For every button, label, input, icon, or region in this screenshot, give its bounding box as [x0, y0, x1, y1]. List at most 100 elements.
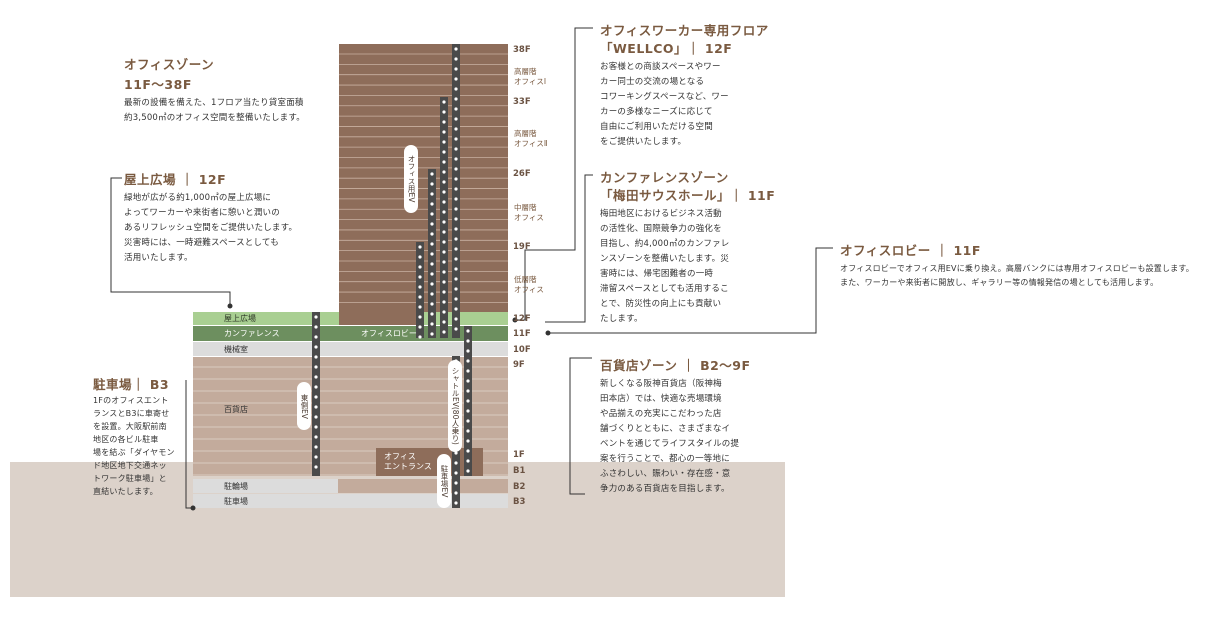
parking-title: 駐車場｜ B3: [93, 377, 170, 392]
elevator-stop: [454, 197, 458, 201]
elevator-stop: [430, 252, 434, 256]
elevator-stop: [454, 137, 458, 141]
elevator-stop: [454, 277, 458, 281]
floor-label-12f: 12F: [513, 314, 531, 324]
elevator-stop: [442, 100, 446, 104]
conference-body: 梅田地区におけるビジネス活動 の活性化、国際競争力の強化を 目指し、約4,000…: [600, 209, 730, 324]
elevator-stop: [466, 399, 470, 403]
elevator-stop: [430, 192, 434, 196]
elevator-stop: [466, 449, 470, 453]
zone-label-mid: 中層階オフィス: [514, 203, 544, 222]
elevator-stop: [314, 385, 318, 389]
elevator-stop: [314, 325, 318, 329]
elevator-stop: [454, 257, 458, 261]
parking-body: 1Fのオフィスエント ランスとB3に車寄せ を設置。大阪駅前南 地区の各ビル駐車…: [93, 396, 175, 496]
elevator-stop: [442, 250, 446, 254]
elevator-stop: [314, 315, 318, 319]
elevator-stop: [442, 200, 446, 204]
elevator-stop: [430, 242, 434, 246]
elevator-stop: [430, 312, 434, 316]
elevator-stop: [466, 359, 470, 363]
elevator-stop: [454, 177, 458, 181]
elevator-stop: [454, 327, 458, 331]
office-zone-subtitle: 11F〜38F: [124, 77, 192, 92]
elevator-stop: [442, 300, 446, 304]
wellco-body: お客様との商談スペースやワー カー同士の交流の場となる コワーキングスペースなど…: [600, 62, 729, 147]
elevator-stop: [430, 322, 434, 326]
elevator-shaft: [312, 312, 320, 476]
elevator-stop: [418, 255, 422, 259]
office-zone-body: 最新の設備を備えた、1フロア当たり貸室面積 約3,500㎡のオフィス空間を整備い…: [124, 98, 305, 123]
elevator-stop: [454, 267, 458, 271]
leader-lines: [110, 27, 833, 509]
floor-label-1f: 1F: [513, 450, 525, 460]
elevator-stop: [454, 97, 458, 101]
elevator-stop: [314, 435, 318, 439]
row-label-conference: カンファレンス: [224, 329, 280, 338]
row-label-parking: 駐車場: [224, 497, 248, 506]
elevator-stop: [454, 481, 458, 485]
leader-dot-parking: [190, 505, 196, 511]
elevator-stop: [466, 369, 470, 373]
elevator-stop: [430, 282, 434, 286]
office-lobby-title: オフィスロビー ｜ 11F: [840, 243, 981, 258]
elevator-stop: [418, 245, 422, 249]
elevator-stop: [418, 325, 422, 329]
elevator-stop: [466, 349, 470, 353]
elevator-stop: [454, 317, 458, 321]
elevator-stop: [454, 77, 458, 81]
elevator-stop: [430, 172, 434, 176]
elevator-stop: [454, 287, 458, 291]
leader-dot-lobby: [545, 330, 551, 336]
elevator-stop: [430, 182, 434, 186]
elevator-stop: [454, 501, 458, 505]
elevator-stop: [466, 409, 470, 413]
floor-label-26f: 26F: [513, 169, 531, 179]
row-label-rooftop: 屋上広場: [224, 314, 256, 323]
floor-label-b3: B3: [513, 497, 526, 507]
elevator-stop: [466, 419, 470, 423]
elevator-stop: [466, 469, 470, 473]
elevator-stop: [466, 339, 470, 343]
row-label-department-store: 百貨店: [224, 405, 248, 414]
leader-dot-wellco: [512, 317, 518, 323]
elevator-stop: [442, 270, 446, 274]
elevator-stop: [442, 130, 446, 134]
elevator-stop: [314, 345, 318, 349]
row-label-office-lobby: オフィスロビー: [361, 329, 417, 338]
floor-label-b2: B2: [513, 482, 526, 492]
zone-label-low: 低層階オフィス: [514, 275, 544, 294]
elevator-stop: [454, 87, 458, 91]
elevator-stop: [442, 240, 446, 244]
office-ev-label: オフィス用EV: [404, 145, 418, 213]
elevator-stop: [418, 305, 422, 309]
elevator-shaft: [416, 242, 424, 338]
elevator-stop: [454, 227, 458, 231]
elevator-stop: [430, 222, 434, 226]
row-label-bicycle-parking: 駐輪場: [224, 482, 248, 491]
tower-base-block: [339, 312, 417, 325]
elevator-stop: [454, 237, 458, 241]
machine-room-band: [193, 342, 508, 356]
elevator-stop: [314, 425, 318, 429]
elevator-stop: [454, 67, 458, 71]
zone-label-high-2: 高層階オフィスⅡ: [514, 129, 548, 148]
elevator-stop: [314, 465, 318, 469]
elevator-stop: [314, 335, 318, 339]
elevator-stop: [430, 262, 434, 266]
elevator-stop: [442, 160, 446, 164]
elevator-stop: [314, 405, 318, 409]
rooftop-title: 屋上広場 ｜ 12F: [124, 172, 227, 187]
elevator-shaft: [452, 448, 460, 508]
elevator-stop: [454, 57, 458, 61]
parking-ev-label: 駐車場EV: [437, 454, 451, 508]
elevator-stop: [454, 47, 458, 51]
elevator-stop: [454, 127, 458, 131]
elevator-stop: [314, 375, 318, 379]
elevator-shaft: [440, 97, 448, 338]
elevator-stop: [430, 292, 434, 296]
elevator-stop: [314, 445, 318, 449]
elevator-stop: [314, 365, 318, 369]
elevator-stop: [418, 265, 422, 269]
elevator-stop: [454, 461, 458, 465]
